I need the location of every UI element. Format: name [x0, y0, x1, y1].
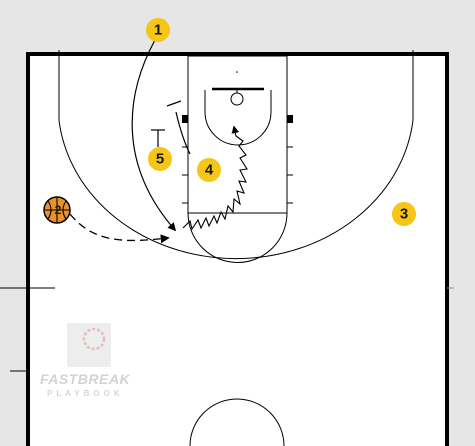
rim-dot	[236, 71, 238, 73]
cut-path-4	[166, 100, 191, 155]
pass-path-2	[69, 213, 170, 244]
free-throw-circle	[187, 212, 288, 263]
screen-5	[151, 129, 165, 147]
watermark-ball-icon	[82, 327, 106, 351]
player-2-number: 2	[55, 203, 62, 217]
player-3[interactable]: 3	[392, 202, 416, 226]
player-5[interactable]: 5	[148, 147, 172, 171]
restricted-area	[204, 90, 272, 146]
court-boundary	[26, 52, 449, 446]
dribble-path	[182, 125, 248, 231]
player-4-number: 4	[205, 162, 214, 179]
court-surface	[27, 53, 448, 446]
three-point-line	[58, 56, 414, 260]
player-3-number: 3	[400, 206, 408, 223]
rim	[230, 92, 244, 106]
lane	[187, 55, 288, 214]
sideline-marks	[0, 287, 55, 372]
player-1[interactable]: 1	[146, 18, 170, 42]
player-5-number: 5	[156, 151, 164, 168]
watermark-logo-icon	[67, 323, 111, 367]
lane-hash-marks	[182, 115, 293, 204]
fastbreak-playbook-watermark: FASTBREAK PLAYBOOK	[40, 323, 130, 398]
basketball-seams	[45, 198, 69, 222]
cut-path-1	[131, 39, 177, 232]
player-1-number: 1	[154, 22, 162, 39]
center-circle	[189, 398, 285, 446]
player-4[interactable]: 4	[197, 158, 221, 182]
player-2-with-ball[interactable]: 2	[43, 196, 71, 224]
watermark-brand: FASTBREAK	[40, 371, 130, 387]
watermark-sub: PLAYBOOK	[47, 389, 124, 398]
